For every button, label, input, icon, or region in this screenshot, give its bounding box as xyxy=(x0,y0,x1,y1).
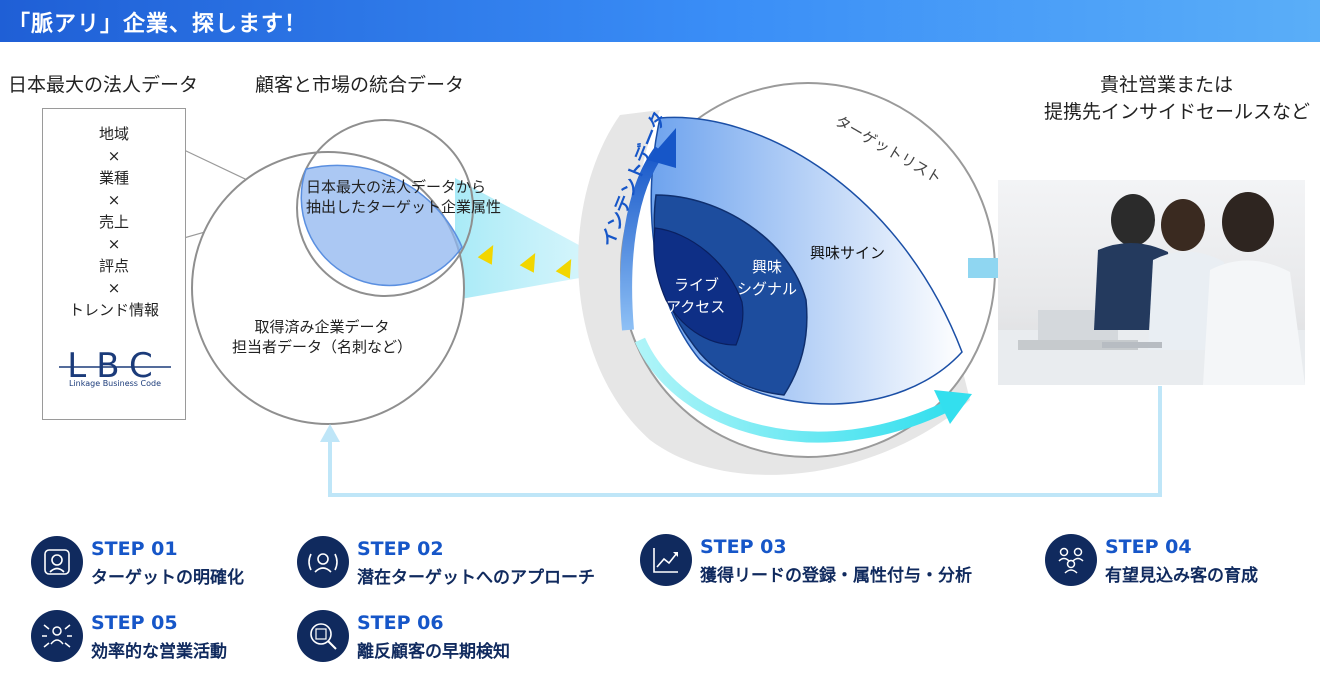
overlap-text-line2: 抽出したターゲット企業属性 xyxy=(306,198,502,216)
intent-arrow-head xyxy=(648,128,676,168)
attr-sales: 売上 xyxy=(98,213,129,231)
step-04: STEP 04 有望見込み客の育成 xyxy=(1045,534,1305,594)
beam-arrow-2 xyxy=(519,253,536,273)
step-01: STEP 01 ターゲットの明確化 xyxy=(31,536,281,596)
step-label: 効率的な営業活動 xyxy=(91,642,227,662)
sales-label-line2: 提携先インサイドセールスなど xyxy=(1044,101,1311,123)
step-label: ターゲットの明確化 xyxy=(91,568,244,588)
step-number: STEP 03 xyxy=(700,536,787,558)
step-03: STEP 03 獲得リードの登録・属性付与・分析 xyxy=(640,534,1010,594)
attr-times: × xyxy=(107,147,121,165)
beam-arrow-3 xyxy=(555,259,572,279)
progress-arrow-head xyxy=(934,390,972,424)
header-bar: 「脈アリ」企業、探します！ xyxy=(0,0,1320,42)
beam-arrow-1 xyxy=(477,245,494,265)
step-label: 離反顧客の早期検知 xyxy=(357,642,510,662)
lbc-logo: LBC Linkage Business Code xyxy=(59,345,171,405)
face-scan-icon xyxy=(31,536,83,588)
market-data-circle xyxy=(296,119,474,297)
customer-data-line2: 担当者データ（名刺など） xyxy=(231,338,412,356)
sales-team-photo xyxy=(998,180,1305,385)
step-02: STEP 02 潜在ターゲットへのアプローチ xyxy=(297,536,617,596)
feedback-loop-line xyxy=(328,386,1162,497)
live-access-line2: アクセス xyxy=(666,298,725,316)
corporate-data-label: 日本最大の法人データ xyxy=(8,74,199,96)
people-network-icon xyxy=(1045,534,1097,586)
step-number: STEP 02 xyxy=(357,538,444,560)
building-search-icon xyxy=(297,610,349,662)
step-06: STEP 06 離反顧客の早期検知 xyxy=(297,610,557,670)
progress-arc-arrow xyxy=(634,337,953,443)
step-label: 獲得リードの登録・属性付与・分析 xyxy=(700,566,972,586)
feedback-arrow-head xyxy=(320,424,340,442)
attr-region: 地域 xyxy=(98,125,129,143)
attr-rating: 評点 xyxy=(98,257,129,275)
step-number: STEP 01 xyxy=(91,538,178,560)
attr-times: × xyxy=(107,235,121,253)
customer-data-line1: 取得済み企業データ xyxy=(254,318,390,336)
lbc-logo-letters: LBC xyxy=(67,346,162,381)
step-label: 有望見込み客の育成 xyxy=(1105,566,1258,586)
live-access-region xyxy=(653,227,744,346)
intent-arc-arrow xyxy=(620,146,665,331)
sales-label-line1: 貴社営業または xyxy=(1100,74,1234,96)
step-number: STEP 06 xyxy=(357,612,444,634)
overlap-text-line1: 日本最大の法人データから xyxy=(306,178,487,196)
attr-times: × xyxy=(107,279,121,297)
attribute-box: 地域 × 業種 × 売上 × 評点 × トレンド情報 LBC Linkage B… xyxy=(42,108,186,420)
interest-signal-line1: 興味 xyxy=(752,258,782,276)
page-title: 「脈アリ」企業、探します！ xyxy=(8,12,308,37)
attr-industry: 業種 xyxy=(98,169,129,187)
attr-times: × xyxy=(107,191,121,209)
step-05: STEP 05 効率的な営業活動 xyxy=(31,610,281,670)
interest-sign-label: 興味サイン xyxy=(810,244,885,262)
venn-overlap xyxy=(300,164,463,287)
trend-chart-icon xyxy=(640,534,692,586)
lbc-logo-subtitle: Linkage Business Code xyxy=(69,379,161,388)
broadcast-person-icon xyxy=(297,536,349,588)
focus-person-icon xyxy=(31,610,83,662)
step-label: 潜在ターゲットへのアプローチ xyxy=(357,568,595,588)
live-access-line1: ライブ xyxy=(674,276,719,294)
interest-signal-line2: シグナル xyxy=(737,280,797,298)
step-number: STEP 05 xyxy=(91,612,178,634)
step-number: STEP 04 xyxy=(1105,536,1192,558)
attr-trend: トレンド情報 xyxy=(68,301,159,319)
integrated-data-label: 顧客と市場の統合データ xyxy=(255,74,465,96)
